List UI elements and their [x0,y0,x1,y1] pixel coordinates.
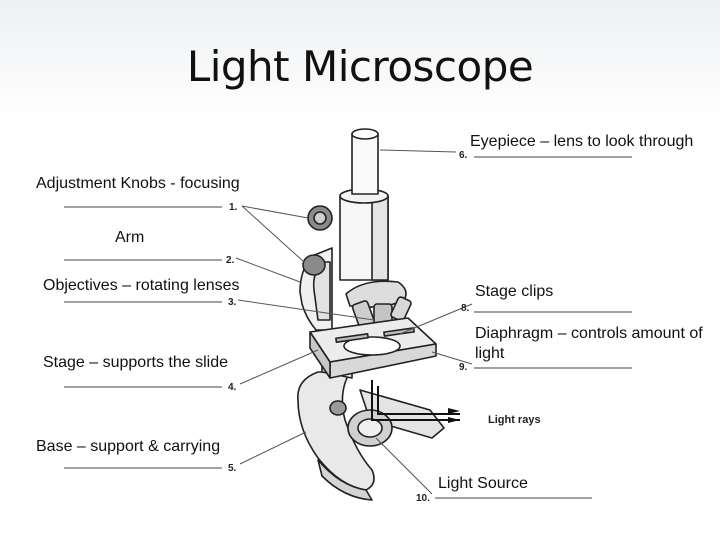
stage-clip-right [383,327,415,337]
label-stage-clips: Stage clips [475,283,554,300]
mirror-knob [329,400,347,416]
number-1: 1. [229,202,238,213]
number-2: 2. [226,255,235,266]
leader-3 [237,299,375,321]
light-rays-label: Light rays [488,414,541,426]
leader-2 [235,257,301,283]
base-foot [317,459,373,501]
number-10: 10. [416,493,430,504]
fine-focus-knob [302,254,326,276]
leader-6 [379,149,457,153]
leader-5 [239,431,307,465]
number-3: 3. [228,297,237,308]
stage-side [309,331,331,379]
label-eyepiece: Eyepiece – lens to look through [470,133,694,150]
light-path [371,380,460,421]
eyepiece-top [351,128,379,140]
number-5: 5. [228,463,237,474]
tube-shading [371,195,389,281]
slide-title: Light Microscope [186,42,534,91]
light-ray-arrows [448,408,460,423]
stage-clip-left [335,332,369,344]
leader-8 [399,303,473,335]
number-4: 4. [228,382,237,393]
label-arm: Arm [115,229,145,246]
label-light-source: Light Source [438,475,528,492]
leader-10 [375,437,433,495]
label-stage: Stage – supports the slide [43,354,229,371]
label-base: Base – support & carrying [36,438,221,455]
label-objectives: Objectives – rotating lenses [43,277,240,294]
label-diaphragm: Diaphragm – controls amount of light [475,325,703,362]
number-8: 8. [461,303,470,314]
number-6: 6. [459,150,468,161]
leader-1a [241,205,309,219]
label-adjustment-knobs: Adjustment Knobs - focusing [36,175,240,192]
leader-4 [239,349,319,385]
stage-aperture [343,336,401,356]
leader-9 [431,351,473,365]
number-9: 9. [459,362,468,373]
leader-1b [241,205,305,263]
eyepiece-tube [351,133,379,195]
